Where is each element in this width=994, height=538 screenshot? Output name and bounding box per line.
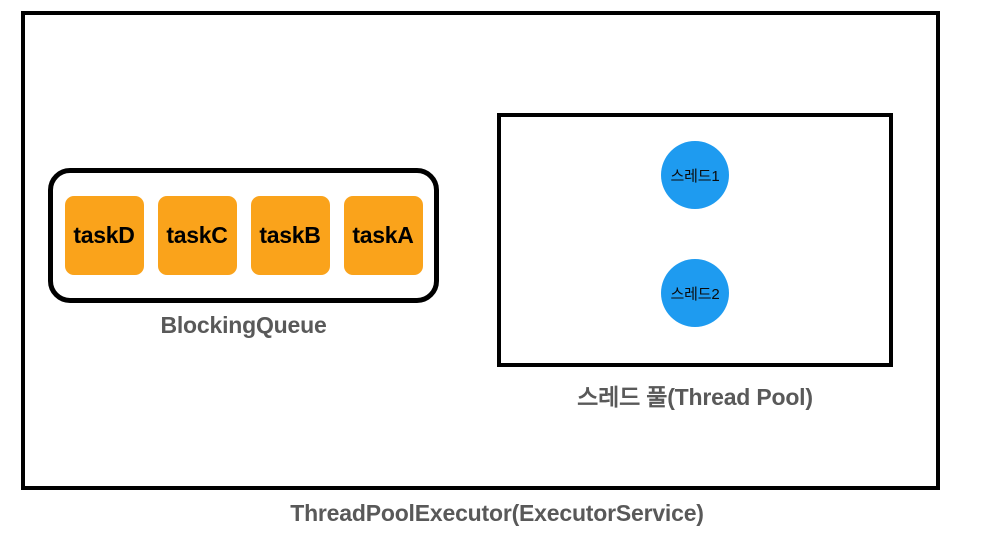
executor-caption: ThreadPoolExecutor(ExecutorService) [290,500,704,526]
thread-pool-caption: 스레드 풀(Thread Pool) [577,384,813,410]
task-box-c: taskC [157,196,237,275]
thread-circle-1: 스레드1 [661,141,729,209]
task-box-d: taskD [64,196,144,275]
blocking-queue-caption: BlockingQueue [160,312,327,338]
task-box-b: taskB [250,196,330,275]
blocking-queue-container: taskD taskC taskB taskA [48,168,439,303]
task-box-a: taskA [343,196,423,275]
thread-circle-2: 스레드2 [661,259,729,327]
task-list: taskD taskC taskB taskA [53,173,434,298]
